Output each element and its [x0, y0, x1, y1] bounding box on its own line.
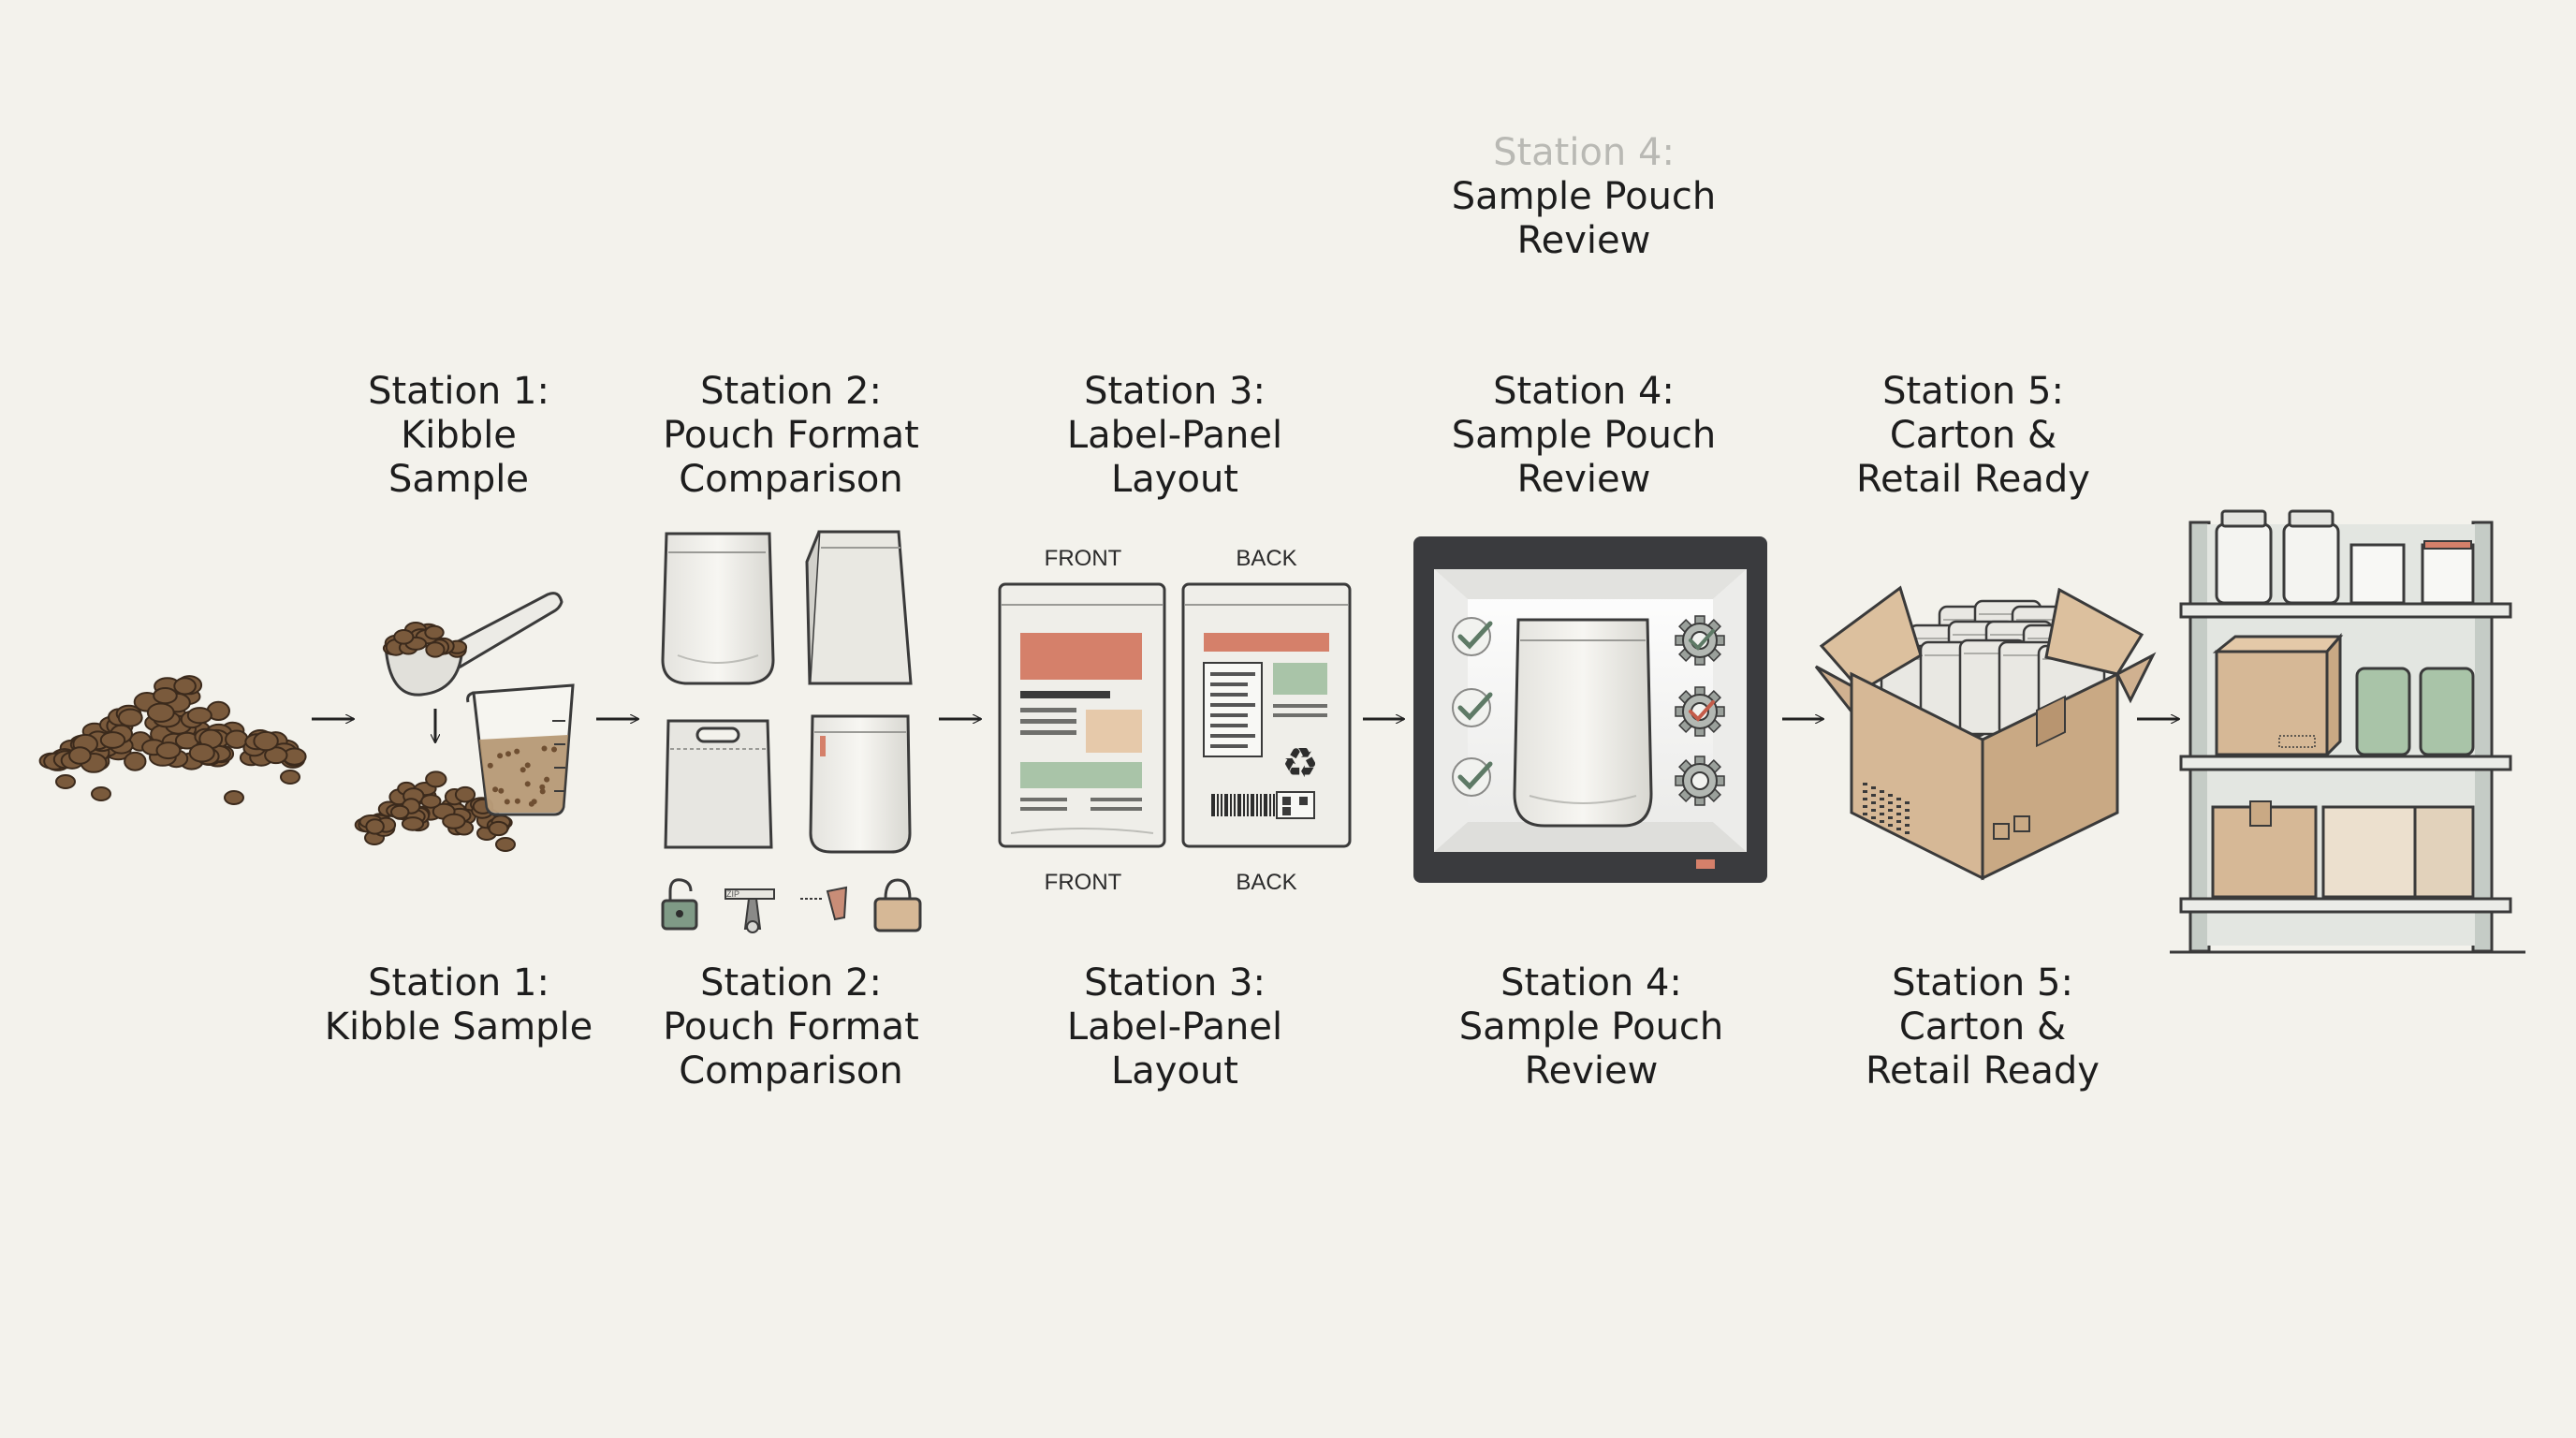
- bottom-label-5-line1: Station 5:: [1892, 961, 2073, 1005]
- top-label-3-line3: Layout: [1111, 458, 1238, 501]
- top-label-5-line3: Retail Ready: [1856, 458, 2090, 501]
- front-caption-bottom: FRONT: [1045, 870, 1122, 895]
- bottom-label-1-line2: Kibble Sample: [324, 1005, 593, 1049]
- top-label-4-line3: Review: [1516, 458, 1651, 501]
- top-label-3-line2: Label-Panel: [1066, 414, 1283, 457]
- top-label-station-5: Station 5: Carton & Retail Ready: [1856, 370, 2090, 502]
- top-label-3-line1: Station 3:: [1084, 370, 1266, 413]
- back-caption-bottom: BACK: [1236, 870, 1296, 895]
- top-label-station-3: Station 3: Label-Panel Layout: [1067, 370, 1282, 502]
- top-label-1-line2: Kibble: [401, 414, 517, 457]
- top-label-1-line1: Station 1:: [368, 370, 549, 413]
- top-label-2-line2: Pouch Format: [663, 414, 919, 457]
- back-caption-top: BACK: [1236, 546, 1296, 571]
- ghost-heading: Station 4:: [1493, 131, 1675, 175]
- bottom-label-station-1: Station 1: Kibble Sample: [325, 961, 593, 1049]
- label-panels-icon: FRONT BACK ♻ FRONT BACK: [998, 546, 1352, 895]
- light-box-review-icon: [1413, 536, 1767, 883]
- bottom-label-station-4: Station 4: Sample Pouch Review: [1459, 961, 1724, 1093]
- bottom-label-4-line3: Review: [1524, 1049, 1659, 1093]
- retail-shelf-icon: [2170, 509, 2525, 954]
- bottom-label-5-line3: Retail Ready: [1866, 1049, 2100, 1093]
- bottom-label-station-2: Station 2: Pouch Format Comparison: [663, 961, 919, 1093]
- bottom-label-5-line2: Carton &: [1898, 1005, 2067, 1049]
- top-label-2-line3: Comparison: [679, 458, 903, 501]
- carton-box-icon: [1814, 585, 2157, 881]
- top-label-5-line2: Carton &: [1889, 414, 2057, 457]
- top-label-station-4: Station 4: Sample Pouch Review: [1452, 370, 1717, 502]
- bottom-label-2-line2: Pouch Format: [663, 1005, 919, 1049]
- top-label-station-2: Station 2: Pouch Format Comparison: [663, 370, 919, 502]
- bottom-label-4-line2: Sample Pouch: [1458, 1005, 1724, 1049]
- bottom-label-2-line3: Comparison: [679, 1049, 903, 1093]
- scoop-measure-icon: [354, 592, 575, 837]
- top-label-1-line3: Sample: [388, 458, 529, 501]
- kibble-pile-icon: [38, 675, 516, 852]
- front-caption-top: FRONT: [1045, 546, 1122, 571]
- top-label-station-1: Station 1: Kibble Sample: [368, 370, 549, 502]
- bottom-label-station-3: Station 3: Label-Panel Layout: [1067, 961, 1282, 1093]
- svg-text:ZIP: ZIP: [726, 889, 739, 899]
- ghost-heading-body: Sample Pouch Review: [1452, 175, 1717, 263]
- ghost-heading-line3: Review: [1516, 219, 1651, 262]
- ghost-heading-line1: Station 4:: [1493, 131, 1675, 174]
- svg-text:♻: ♻: [1281, 740, 1318, 787]
- bottom-label-4-line1: Station 4:: [1500, 961, 1682, 1005]
- bottom-label-3-line1: Station 3:: [1084, 961, 1266, 1005]
- top-label-2-line1: Station 2:: [700, 370, 882, 413]
- bottom-label-3-line3: Layout: [1111, 1049, 1238, 1093]
- pouch-formats-icon: ZIP: [661, 530, 922, 933]
- top-label-4-line2: Sample Pouch: [1451, 414, 1717, 457]
- bottom-label-2-line1: Station 2:: [700, 961, 882, 1005]
- top-label-4-line1: Station 4:: [1493, 370, 1675, 413]
- ghost-heading-line2: Sample Pouch: [1451, 175, 1717, 218]
- bottom-label-1-line1: Station 1:: [368, 961, 549, 1005]
- top-label-5-line1: Station 5:: [1882, 370, 2064, 413]
- bottom-label-station-5: Station 5: Carton & Retail Ready: [1866, 961, 2100, 1093]
- bottom-label-3-line2: Label-Panel: [1066, 1005, 1283, 1049]
